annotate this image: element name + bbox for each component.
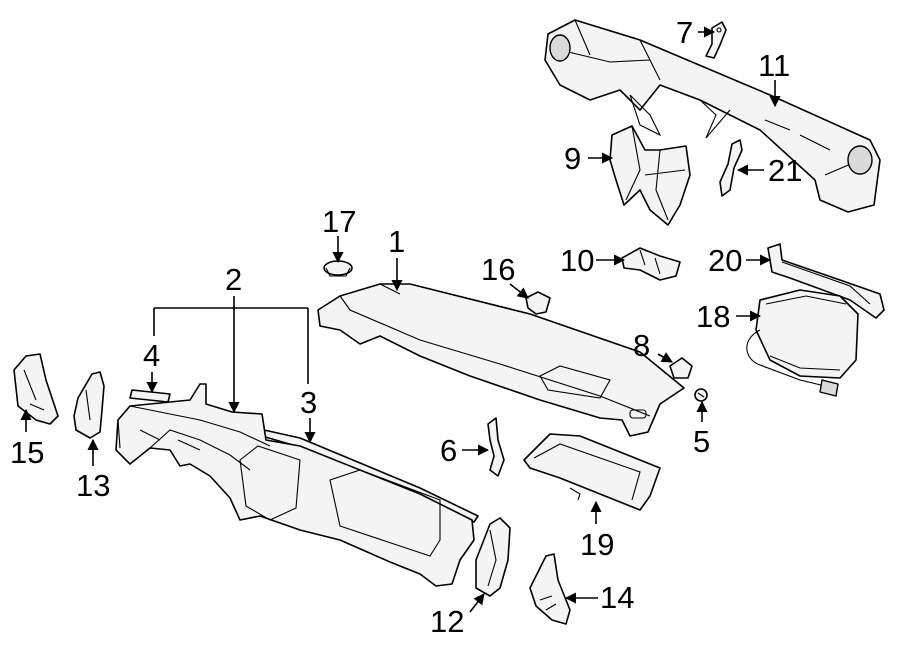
part-10-bracket[interactable] [621,247,681,281]
callout-12: 12 [430,604,464,639]
part-9-support-bracket[interactable] [609,125,691,226]
callout-9: 9 [564,141,581,176]
callout-21: 21 [768,153,802,188]
callout-labels: 1 2 3 4 5 6 7 8 9 10 11 12 13 14 15 16 1… [10,15,802,639]
part-15-end-cover[interactable] [13,353,59,425]
callout-5: 5 [693,424,710,459]
part-13-side-cover[interactable] [73,371,105,439]
part-2-lower-panel[interactable] [115,383,475,587]
part-14-end-cover[interactable] [529,553,571,625]
part-16-clip[interactable] [525,291,551,315]
part-17-cap[interactable] [323,260,353,277]
callout-7: 7 [676,15,693,50]
callout-16: 16 [481,252,515,287]
callout-14: 14 [600,580,634,615]
callout-3: 3 [300,385,317,420]
part-6-bracket[interactable] [487,417,505,477]
callout-19: 19 [580,527,614,562]
callout-20: 20 [708,243,742,278]
callout-4: 4 [143,338,160,373]
part-5-screw[interactable] [694,388,708,402]
callout-17: 17 [322,204,356,239]
part-20-bracket[interactable] [767,243,885,319]
part-18-airbag-module[interactable] [746,289,859,397]
callout-10: 10 [560,243,594,278]
part-8-grommet[interactable] [669,357,693,379]
part-4-trim-strip[interactable] [129,389,171,403]
part-11-cross-beam[interactable] [544,19,881,213]
part-7-bracket[interactable] [705,21,727,59]
leader-lines [20,26,781,613]
part-21-brace[interactable] [719,139,743,197]
callout-15: 15 [10,435,44,470]
callout-13: 13 [76,468,110,503]
callout-18: 18 [696,299,730,334]
part-12-side-bracket[interactable] [475,517,511,597]
callout-8: 8 [633,328,650,363]
callout-6: 6 [440,433,457,468]
callout-1: 1 [388,224,405,259]
callout-2: 2 [225,262,242,297]
callout-11: 11 [758,48,790,83]
part-19-glove-box[interactable] [523,433,661,511]
part-1-upper-panel[interactable] [317,283,685,437]
